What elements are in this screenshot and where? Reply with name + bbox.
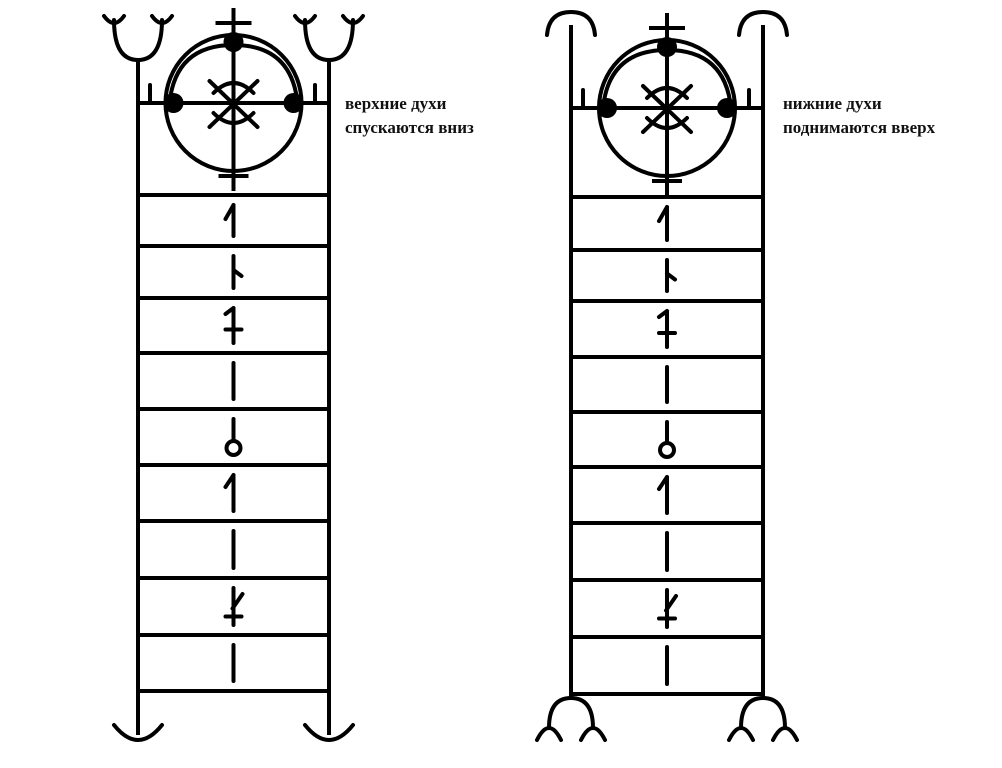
- fork-2: [303, 18, 355, 63]
- left-caption-line1: верхние духи: [345, 94, 447, 113]
- left-caption-line2: спускаются вниз: [345, 118, 474, 137]
- top-dot: [223, 32, 244, 52]
- root-small-right-1: [579, 726, 607, 742]
- left-ladder: [102, 8, 365, 742]
- rune-1: [223, 203, 236, 238]
- left-dot: [597, 98, 617, 118]
- right-caption: нижние духи поднимаются вверх: [783, 92, 935, 140]
- bottom-cup-1: [112, 723, 164, 742]
- rune-2: [231, 254, 244, 290]
- right-caption-line1: нижние духи: [783, 94, 882, 113]
- rune-1: [657, 205, 669, 242]
- root-arch-2: [739, 695, 787, 730]
- root-small-right-2: [771, 726, 799, 742]
- rune-8: [657, 588, 678, 629]
- rune-3: [223, 306, 244, 345]
- right-dot: [717, 98, 737, 118]
- fork-cup-left-2: [293, 14, 317, 25]
- rune-3: [657, 309, 677, 349]
- left-caption: верхние духи спускаются вниз: [345, 92, 474, 140]
- top-dot: [657, 37, 677, 57]
- root-small-left-2: [727, 726, 755, 742]
- right-caption-line2: поднимаются вверх: [783, 118, 936, 137]
- rune-5-ring: [658, 441, 676, 459]
- right-dot: [283, 93, 304, 113]
- top-arch-1: [545, 9, 597, 37]
- eye-arcs: [211, 81, 256, 125]
- fork-cup-left-1: [102, 14, 126, 25]
- fork-cup-right-1: [150, 14, 174, 25]
- left-dot: [163, 93, 184, 113]
- rune-2: [665, 258, 677, 293]
- rune-6: [223, 473, 236, 513]
- root-small-left-1: [535, 726, 563, 742]
- rune-5-ring: [224, 439, 243, 457]
- right-ladder: [535, 9, 799, 742]
- eye-arcs: [645, 86, 689, 130]
- fork-1: [112, 18, 164, 63]
- top-arch-2: [737, 9, 789, 37]
- rune-6: [657, 475, 669, 515]
- fork-cup-right-2: [341, 14, 365, 25]
- rune-8: [223, 586, 245, 627]
- root-arch-1: [547, 695, 595, 730]
- bottom-cup-2: [303, 723, 355, 742]
